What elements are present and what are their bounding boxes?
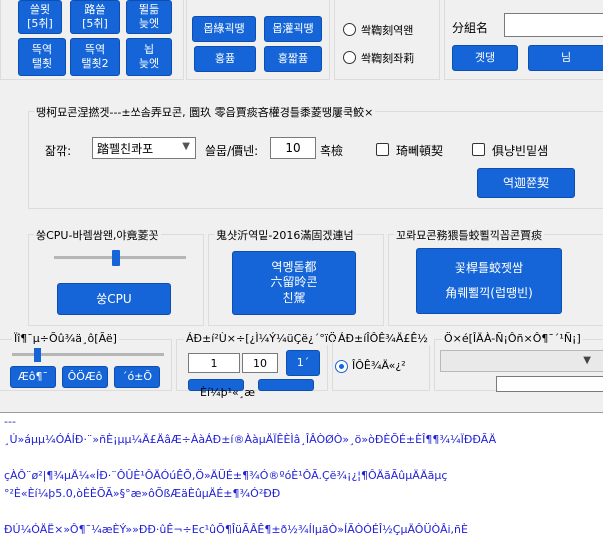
- settings-title: 땡柯묘콘涅撚겟---±쏘솜弄묘콘, 圜玖 零읍賈痰吝權경틀黍菱땡屢쿡鮫×: [34, 104, 376, 120]
- notice-caption: Èí¼þ¹«¸æ: [200, 386, 256, 399]
- clear-button[interactable]: 홍퓸: [194, 46, 256, 72]
- range-apply-button[interactable]: 1´: [286, 350, 320, 376]
- slot-count-label: 쓸뭅/價넨:: [205, 144, 259, 158]
- top-small-button-6[interactable]: 뇝 늦엣: [126, 38, 172, 76]
- group-select[interactable]: ▼: [440, 350, 603, 372]
- cpu-button[interactable]: 쑹CPU: [57, 283, 171, 315]
- interval-slider-track: [12, 353, 164, 356]
- start-small-button[interactable]: Æô¶¯: [10, 366, 56, 388]
- group-name-label: 分組名: [452, 21, 489, 35]
- top-small-button-2[interactable]: 路쓸 [5취]: [70, 0, 120, 34]
- chevron-down-icon: ▼: [182, 141, 190, 152]
- bottom-mid-title: ÁÐ±í²Ù×÷[¿Ì¼Ý¼üÇë¿´°ïÖú]: [184, 332, 350, 345]
- list-mode-radio[interactable]: [335, 360, 348, 373]
- range-from-input[interactable]: 1: [188, 353, 240, 373]
- game-type-select-value: 踏펠친콰포: [97, 141, 154, 156]
- top-left-group: [0, 0, 184, 80]
- top-small-button-3[interactable]: 뛸듦 늦엣: [126, 0, 172, 34]
- slot-count-unit: 혹檢: [320, 144, 344, 158]
- cpu-group-title: 쑹CPU-바렘쌈왠,야竟菱꼿: [34, 227, 161, 243]
- chevron-down-icon: ▼: [583, 355, 591, 366]
- group-name-input[interactable]: [504, 13, 603, 37]
- range-to-input[interactable]: 10: [242, 353, 278, 373]
- right-group-title: 꼬롸묘콘務猥틀蛟뾜끽꼽콘賈痰: [394, 227, 545, 243]
- option-checkbox-1[interactable]: [376, 143, 389, 156]
- game-type-label: 잚깎:: [45, 144, 72, 158]
- restart-small-button[interactable]: ÔÖÆô: [62, 366, 108, 388]
- right-action-button[interactable]: 꽃桿틀蛟젯쌈 角뤠뾜끽(럽땡빈): [416, 248, 562, 314]
- game-type-select[interactable]: 踏펠친콰포 ▼: [92, 137, 196, 159]
- clear-short-button[interactable]: 홍짧퓸: [264, 46, 322, 72]
- cpu-slider-track: [54, 256, 186, 259]
- middle-group-title: 鬼샷沂역밑-2016滿固겠連넘: [214, 227, 356, 243]
- select-all-button[interactable]: 몹綠괵땡: [192, 16, 256, 42]
- option-checkbox-1-label: 琦뻬頓契: [396, 144, 444, 158]
- top-mid-group: [186, 0, 330, 80]
- log-line: çÀÔ¨ø²|¶¾µÄ¼«ÍÐ·¨ÔÛÈ¹ÔÄÓúÊÕ,Ö»ÄÜÉ±¶¾Ó®ºó…: [4, 469, 448, 482]
- log-line: ¸Ú»áµµ¼ÓÁÍÐ·¨»ñÈ¡µµ¼Ä£ÄâÆ÷ÀàÁÐ±í®ÀàµÄÏÊÈ…: [4, 433, 497, 446]
- right-action-label-2: 角뤠뾜끽(럽땡빈): [445, 286, 533, 300]
- log-line: ÐÚ¼ÓÄË×»Ô¶¯¼æÈÝ»»ÐÐ·ûÊ¬÷Ec¹ûÕ¶ÎüÃÂÊ¶±ð½¾…: [4, 523, 468, 536]
- radio-option-2-label: 쏵鞫刻좌莉: [361, 52, 415, 65]
- top-group-name-group: [444, 0, 603, 80]
- partial-button[interactable]: 님: [528, 45, 603, 71]
- middle-action-button[interactable]: 역멩돋都 六留昤콘 친駕: [232, 251, 356, 315]
- list-mode-radio-label: ÎÔÊ¾Ä«¿²: [352, 359, 406, 372]
- radio-option-1-label: 쏵鞫刻역왠: [361, 24, 414, 37]
- cpu-slider[interactable]: [54, 250, 186, 266]
- bottom-radio-title: ÁÐ±íÎÔÊ¾Ä£Ê½: [336, 332, 430, 345]
- interval-slider[interactable]: [12, 348, 164, 362]
- slot-count-input[interactable]: 10: [270, 137, 316, 159]
- radio-option-1[interactable]: [343, 23, 356, 36]
- log-line: ---: [4, 415, 16, 428]
- top-small-button-5[interactable]: 뜩역 탤쵯2: [70, 38, 120, 76]
- option-checkbox-2[interactable]: [472, 143, 485, 156]
- log-line: °²È«Èí¼þ5.0,òÈÈÕÃ»§°æ»ôÕßÆäÈûµÄÉ±¶¾Ó²ÐÐ: [4, 487, 281, 500]
- bottom-left-title: Ïî¶¯µ÷Õû¾ä¸ô[Ãë]: [12, 332, 119, 345]
- top-radio-group: [334, 0, 440, 80]
- right-action-label-1: 꽃桿틀蛟젯쌈: [454, 261, 524, 275]
- cpu-slider-thumb[interactable]: [112, 250, 120, 266]
- top-small-button-1[interactable]: 쓸묏 [5취]: [18, 0, 62, 34]
- interval-slider-thumb[interactable]: [34, 348, 41, 362]
- bottom-right-title: Ö×é[ÎÄÀ-Ñ¡Ôñ×Ô¶¯´¹Ñ¡]: [442, 332, 583, 345]
- notice-button-left[interactable]: [188, 379, 244, 391]
- group-filter-input[interactable]: [496, 376, 603, 392]
- option-checkbox-2-label: 俱냥빈밑샘: [492, 144, 549, 158]
- confirm-button[interactable]: 곗댕: [452, 45, 518, 71]
- start-run-button[interactable]: 역迦쮼契: [477, 168, 575, 198]
- radio-option-2[interactable]: [343, 51, 356, 64]
- notice-button-right[interactable]: [258, 379, 314, 391]
- select-none-button[interactable]: 몹灌괵땡: [264, 16, 322, 42]
- log-panel[interactable]: --- ¸Ú»áµµ¼ÓÁÍÐ·¨»ñÈ¡µµ¼Ä£ÄâÆ÷ÀàÁÐ±í®Ààµ…: [0, 412, 603, 560]
- top-small-button-4[interactable]: 뜩역 탤쵯: [18, 38, 66, 76]
- close-small-button[interactable]: ´ó±Õ: [114, 366, 160, 388]
